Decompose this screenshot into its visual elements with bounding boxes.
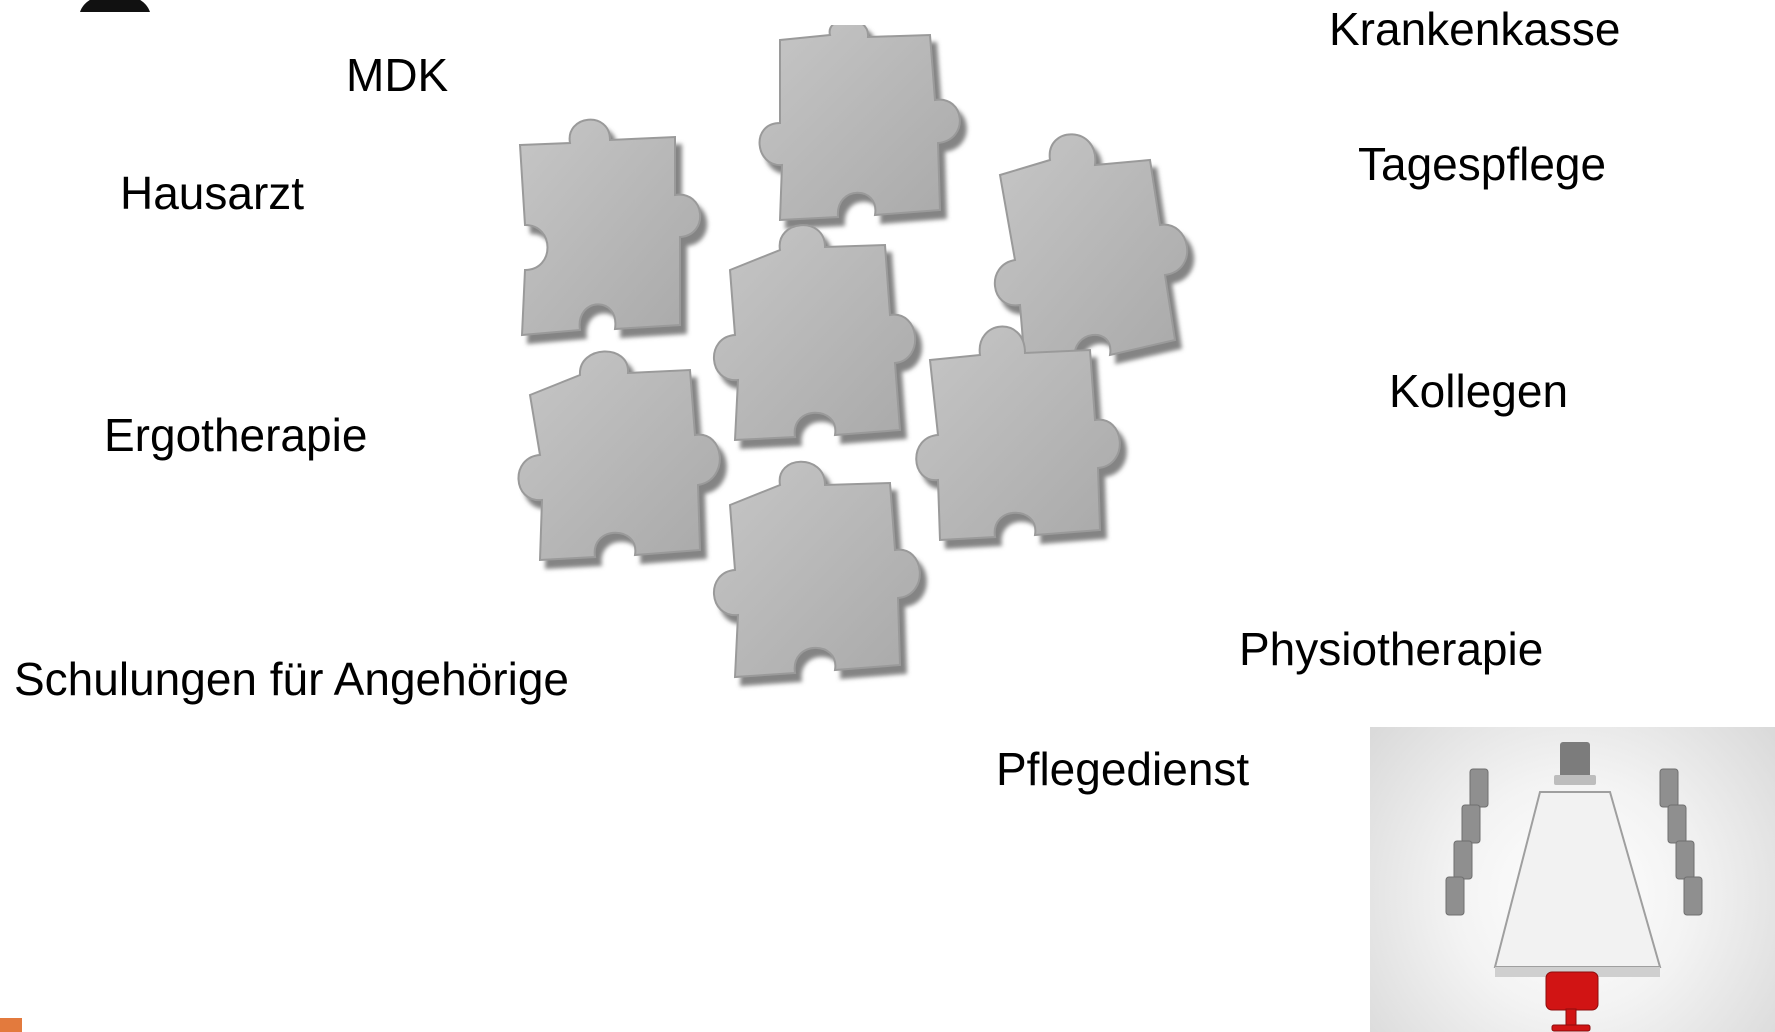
label-physiotherapie: Physiotherapie (1239, 623, 1544, 675)
puzzle-piece-5 (915, 325, 1121, 542)
label-pflegedienst: Pflegedienst (996, 743, 1250, 795)
puzzle-piece-7 (712, 460, 921, 679)
red-chair-icon (1545, 971, 1599, 1032)
puzzle-piece-1 (518, 118, 702, 337)
orange-corner-accent (0, 1018, 22, 1032)
label-tagespflege: Tagespflege (1358, 138, 1607, 190)
puzzle-pieces-graphic (517, 25, 1189, 679)
label-schulungen: Schulungen für Angehörige (14, 653, 569, 705)
label-kollegen: Kollegen (1389, 365, 1569, 417)
puzzle-piece-4 (712, 224, 917, 442)
puzzle-piece-6 (517, 350, 721, 562)
label-ergotherapie: Ergotherapie (104, 409, 368, 461)
label-hausarzt: Hausarzt (120, 167, 305, 219)
puzzle-piece-2 (758, 25, 961, 222)
top-logo-fragment (80, 0, 150, 12)
label-mdk: MDK (346, 49, 449, 101)
conference-table-image (1370, 727, 1775, 1032)
puzzle-piece-3 (993, 133, 1189, 367)
label-krankenkasse: Krankenkasse (1329, 3, 1621, 55)
conference-table-icon (1445, 742, 1703, 1032)
